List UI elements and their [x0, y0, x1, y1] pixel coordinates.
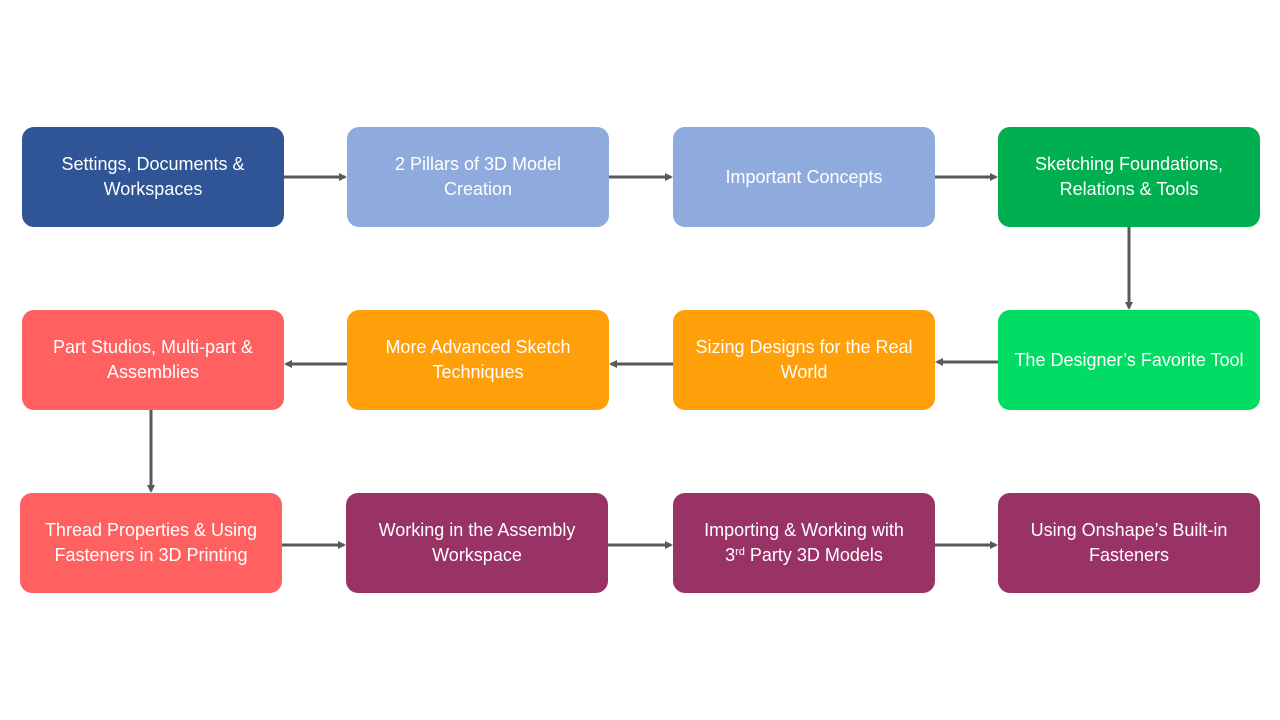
step-label: 2 Pillars of 3D Model Creation — [394, 154, 562, 199]
step-importing-third-party-models: Importing & Working with 3rd Party 3D Mod… — [673, 493, 935, 593]
step-assembly-workspace: Working in the Assembly Workspace — [346, 493, 608, 593]
step-label: Sketching Foundations, Relations & Tools — [1034, 154, 1224, 199]
step-label: Using Onshape’s Built-in Fasteners — [1030, 520, 1228, 565]
step-label: Important Concepts — [725, 166, 883, 187]
step-sketching-foundations: Sketching Foundations, Relations & Tools — [998, 127, 1260, 227]
step-designers-favorite-tool: The Designer’s Favorite Tool — [998, 310, 1260, 410]
step-thread-properties-fasteners: Thread Properties & Using Fasteners in 3… — [20, 493, 282, 593]
step-label: Settings, Documents & Workspaces — [61, 154, 245, 199]
step-label-part: Importing & Working with — [704, 520, 904, 540]
step-label: The Designer’s Favorite Tool — [1014, 349, 1244, 370]
step-part-studios-assemblies: Part Studios, Multi-part & Assemblies — [22, 310, 284, 410]
step-label: Part Studios, Multi-part & Assemblies — [52, 337, 254, 382]
step-label-part: 3 — [725, 545, 736, 565]
step-label: Sizing Designs for the Real World — [695, 337, 913, 382]
step-label-part: Party 3D Models — [744, 545, 883, 565]
step-sizing-designs: Sizing Designs for the Real World — [673, 310, 935, 410]
ordinal-suffix: rd — [735, 546, 745, 558]
step-label: Thread Properties & Using Fasteners in 3… — [44, 520, 258, 565]
step-important-concepts: Important Concepts — [673, 127, 935, 227]
step-advanced-sketch-techniques: More Advanced Sketch Techniques — [347, 310, 609, 410]
step-label: More Advanced Sketch Techniques — [385, 337, 571, 382]
step-settings-documents-workspaces: Settings, Documents & Workspaces — [22, 127, 284, 227]
step-two-pillars: 2 Pillars of 3D Model Creation — [347, 127, 609, 227]
step-onshape-built-in-fasteners: Using Onshape’s Built-in Fasteners — [998, 493, 1260, 593]
step-label: Working in the Assembly Workspace — [378, 520, 576, 565]
step-label: Importing & Working with 3rd Party 3D Mod… — [704, 518, 904, 568]
